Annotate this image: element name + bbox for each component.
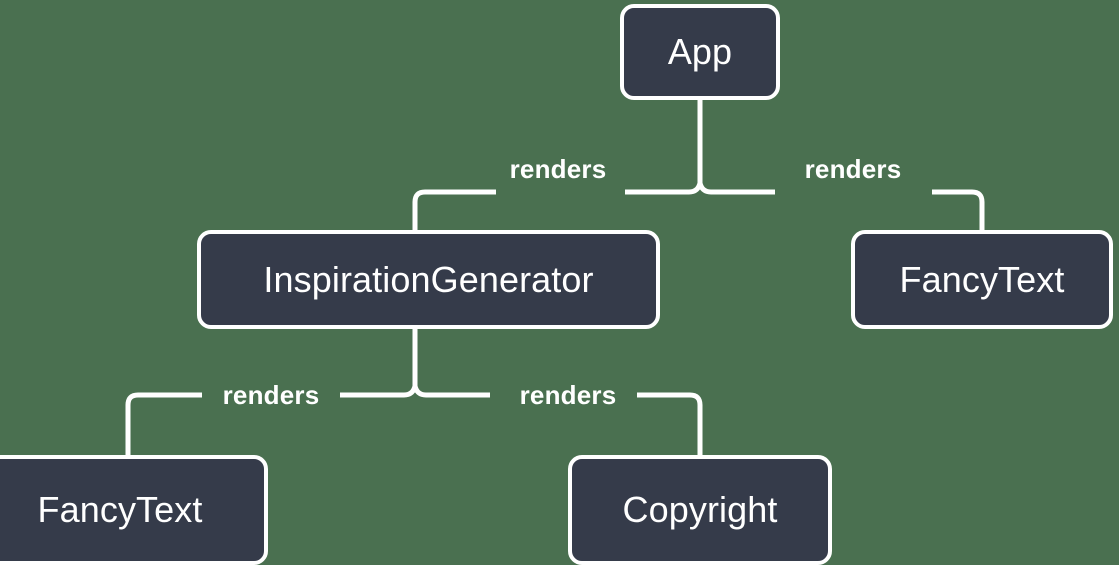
node-inspiration-generator[interactable]: InspirationGenerator	[197, 230, 660, 329]
connector-app-to-inspirationgenerator	[412, 182, 703, 230]
connector-app-to-fancytext-right	[697, 182, 985, 230]
node-app[interactable]: App	[620, 4, 780, 100]
edge-label-inspirationgenerator-to-fancytext-left: renders	[222, 380, 320, 410]
node-copyright-label: Copyright	[622, 489, 778, 530]
connector-inspirationgenerator-to-copyright	[412, 385, 703, 455]
node-fancytext-left[interactable]: FancyText	[0, 455, 268, 565]
edge-label-app-to-inspirationgenerator: renders	[509, 154, 607, 184]
node-inspiration-generator-label: InspirationGenerator	[263, 258, 594, 300]
node-app-label: App	[667, 31, 733, 72]
node-copyright[interactable]: Copyright	[568, 455, 832, 565]
node-fancytext-right-label: FancyText	[899, 258, 1065, 300]
edge-label-app-to-fancytext-right: renders	[804, 154, 902, 184]
edge-label-inspirationgenerator-to-copyright: renders	[519, 380, 617, 410]
node-fancytext-left-label: FancyText	[37, 489, 203, 530]
node-fancytext-right[interactable]: FancyText	[851, 230, 1113, 329]
